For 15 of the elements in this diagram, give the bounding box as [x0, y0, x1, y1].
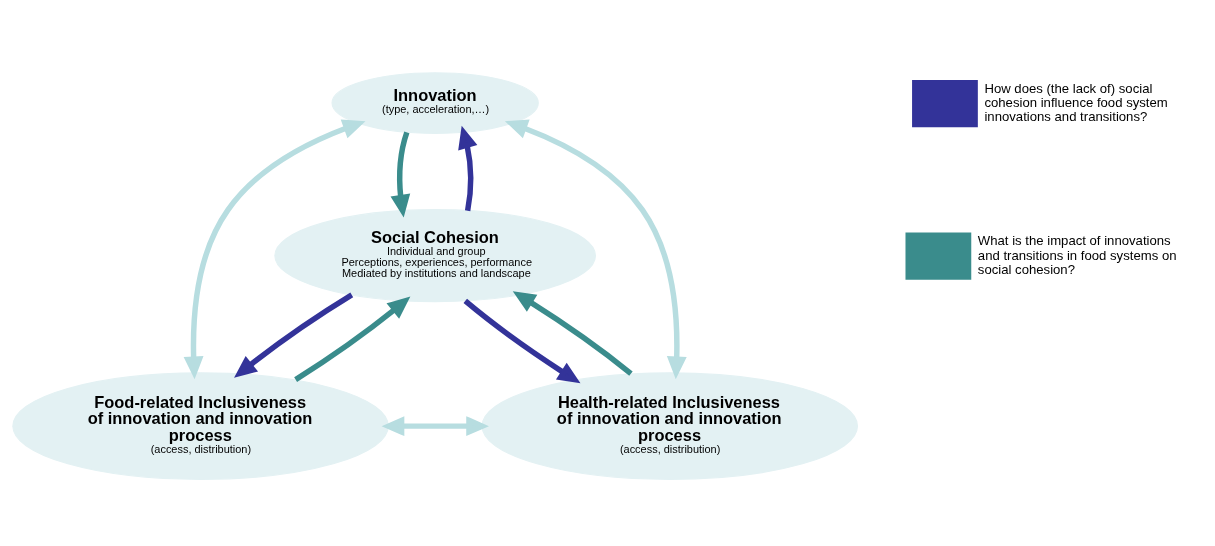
arrow: [294, 296, 411, 382]
arrow: [183, 119, 366, 379]
arrow: [512, 290, 633, 376]
arrow: [463, 298, 581, 383]
node-ellipse: Social Cohesion Individual and group Perceptions, experiences, performance Mediated by institutions and landscape: [274, 208, 597, 302]
legend-label: What is the impact of innovations and transitions in food systems on social cohesion?: [977, 232, 1177, 277]
node-ellipse: Food-related Inclusiveness of innovation and innovation process (access, distribution): [12, 371, 389, 480]
arrow: [458, 125, 478, 211]
legend-label: How does (the lack of) social cohesion influence food system innovations and transitions?: [984, 80, 1168, 124]
node-ellipse: Innovation (type, acceleration,…): [331, 71, 539, 134]
arrow: [504, 119, 687, 379]
arrow: [381, 415, 489, 436]
arrow: [390, 131, 411, 217]
node-ellipse: Health-related Inclusiveness of innovation and innovation process (access, distribution): [481, 371, 859, 480]
arrow: [234, 292, 354, 378]
